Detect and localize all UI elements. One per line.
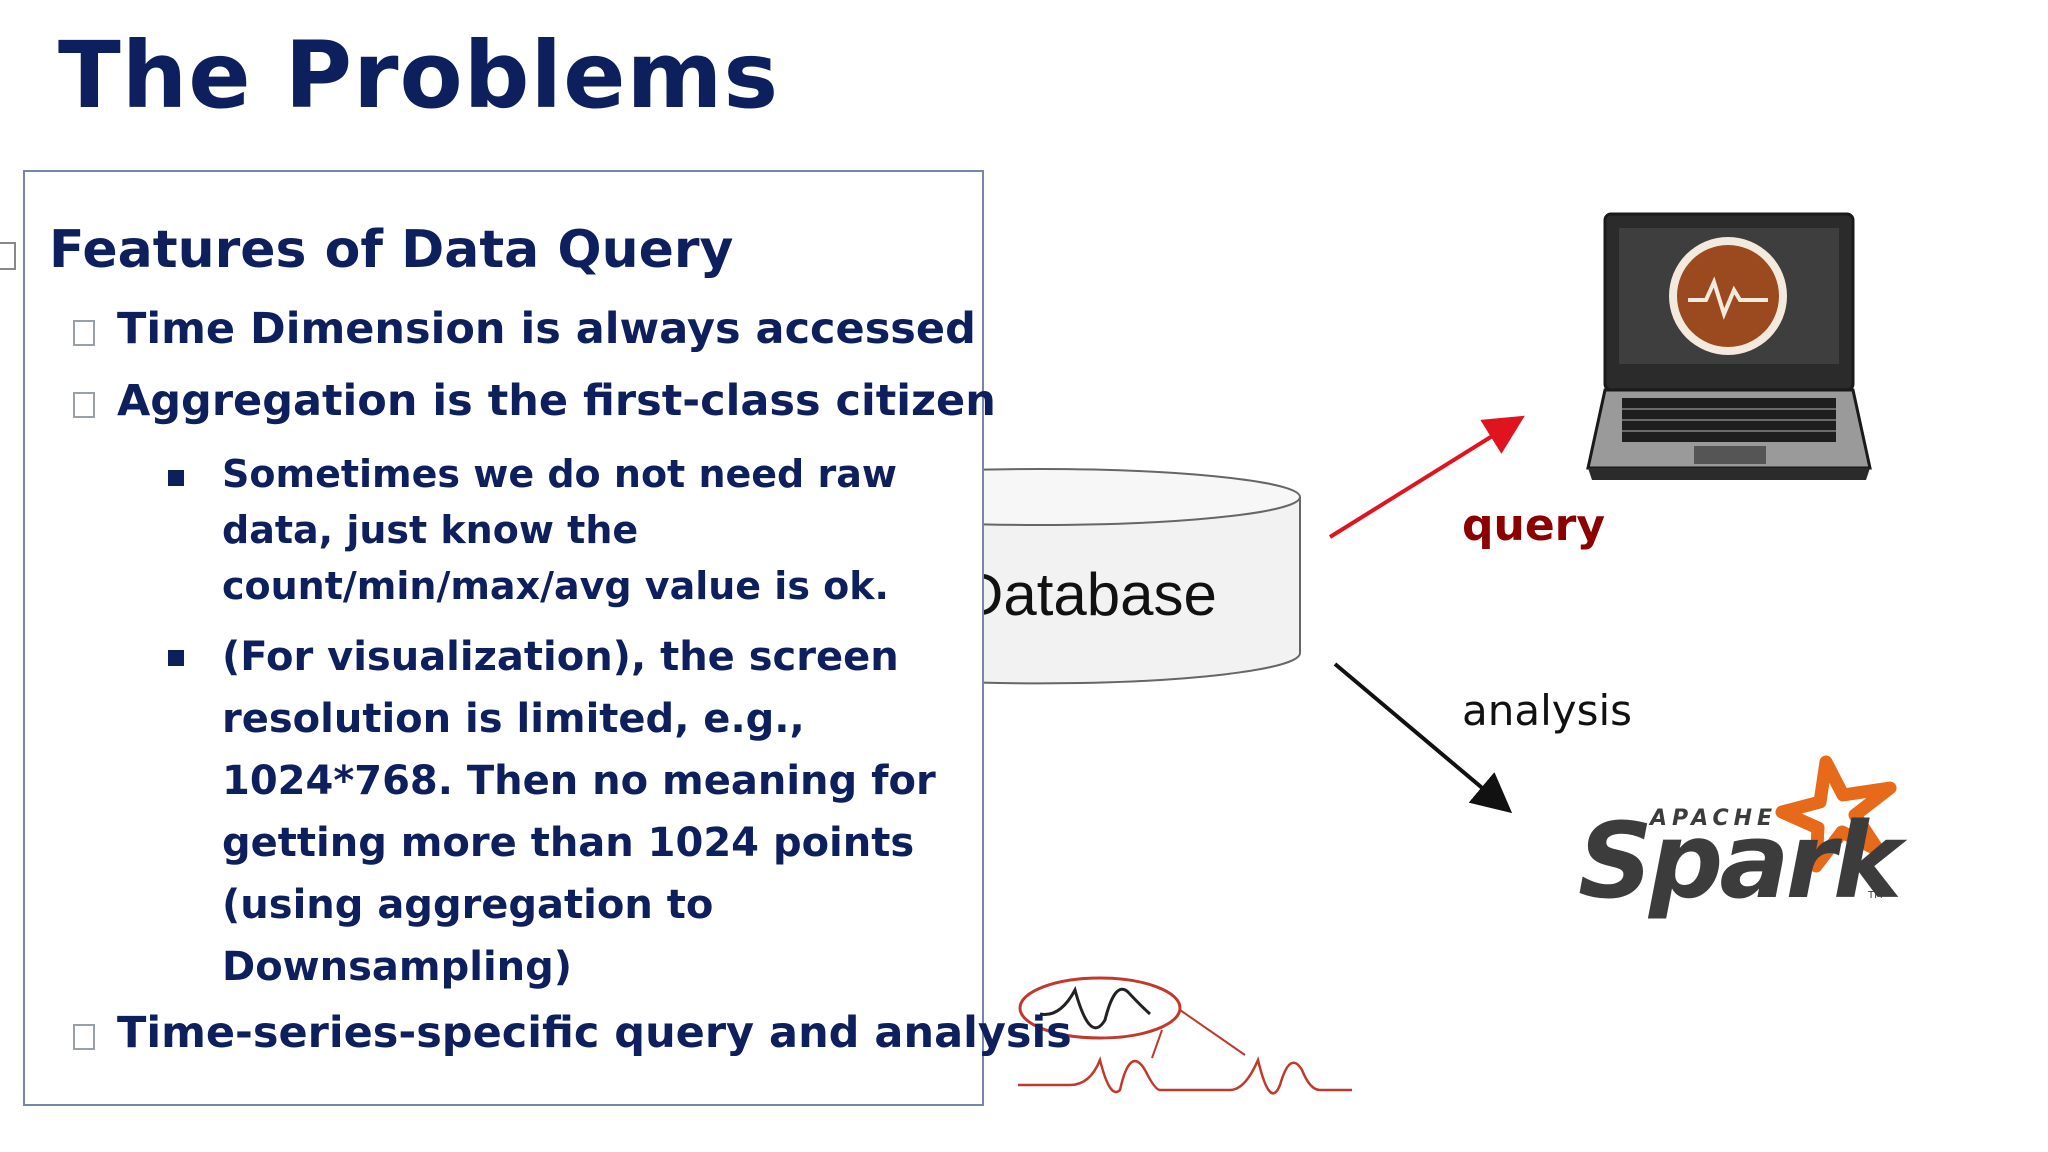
database-label: Database	[960, 561, 1217, 628]
bullet-box-icon	[73, 392, 95, 418]
sub-list-item: Sometimes we do not need raw data, just …	[222, 452, 897, 608]
list-item: Time Dimension is always accessed	[117, 304, 976, 354]
bullet-square-icon	[168, 470, 184, 486]
laptop-icon	[1586, 212, 1872, 480]
features-panel: Features of Data Query Time Dimension is…	[23, 170, 1072, 1106]
slide-title: The Problems	[58, 22, 780, 129]
downsampling-wave-icon	[1018, 976, 1352, 1095]
query-label: query	[1462, 500, 1606, 551]
bullet-square-icon	[168, 650, 184, 666]
bullet-box-icon	[73, 320, 95, 346]
query-arrow	[1328, 415, 1525, 539]
list-item: Aggregation is the first-class citizen	[117, 376, 996, 426]
sub-list-item: (For visualization), the screen resoluti…	[222, 634, 936, 990]
analysis-label: analysis	[1462, 686, 1633, 735]
left-edge-marker	[0, 242, 16, 270]
list-item: Time-series-specific query and analysis	[117, 1008, 1072, 1058]
spark-star-icon	[1775, 755, 1897, 873]
heartbeat-icon	[1669, 237, 1787, 355]
analysis-arrow	[1333, 662, 1513, 814]
panel-heading: Features of Data Query	[49, 220, 734, 280]
bullet-box-icon	[73, 1024, 95, 1050]
spark-logo-tm: TM	[1868, 890, 1883, 901]
spark-logo-apache: APACHE	[1650, 806, 1778, 831]
spark-logo-word: Spark	[1578, 800, 1902, 922]
